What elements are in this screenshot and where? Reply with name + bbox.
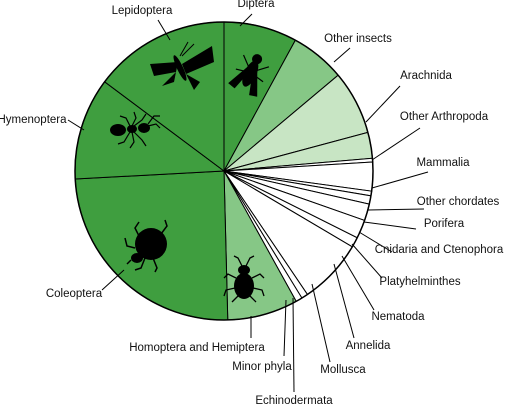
leader-line [292,297,295,393]
leader-lines [67,13,429,393]
slice-label: Other Arthropoda [400,111,489,123]
leader-line [358,231,393,253]
slice-label: Lepidoptera [112,5,173,17]
pie-border [74,21,374,321]
leader-line [283,299,287,357]
leader-line [333,263,355,339]
leader-line [311,283,331,363]
slice-label: Arachnida [400,70,452,82]
slice-label: Diptera [237,0,275,10]
leader-line [371,171,429,189]
slice-label: Mollusca [320,364,366,376]
leader-line [239,13,253,27]
slice-label: Porifera [424,218,465,230]
leader-line [67,119,85,131]
slice-label: Homoptera and Hemiptera [129,342,265,354]
moth-icon [150,41,214,90]
slice-label: Other chordates [417,196,500,208]
slice-label: Platyhelminthes [379,276,460,288]
leader-line [351,243,383,279]
slice-label: Coleoptera [46,288,103,300]
fly-icon [228,54,270,97]
leader-line [333,47,351,63]
slice-label: Other insects [324,33,392,45]
slice-label: Mammalia [416,157,470,169]
slice-label: Annelida [346,340,391,352]
leader-line [341,255,375,311]
leader-line [365,85,401,123]
leader-line [367,208,425,211]
slice-label: Cnidaria and Ctenophora [375,244,504,256]
beetle-icon [124,219,168,273]
pie-outline [74,21,374,321]
slice-label: Hymenoptera [0,114,67,126]
slice-label: Nematoda [371,311,425,323]
ant-icon [110,111,161,149]
leader-line [157,19,171,41]
leader-line [371,127,421,161]
leader-line [363,221,417,230]
slice-label: Echinodermata [255,395,333,405]
bug-icon [223,255,265,303]
slice-label: Minor phyla [232,361,292,373]
pie-slices [74,21,374,321]
leader-line [101,269,125,291]
